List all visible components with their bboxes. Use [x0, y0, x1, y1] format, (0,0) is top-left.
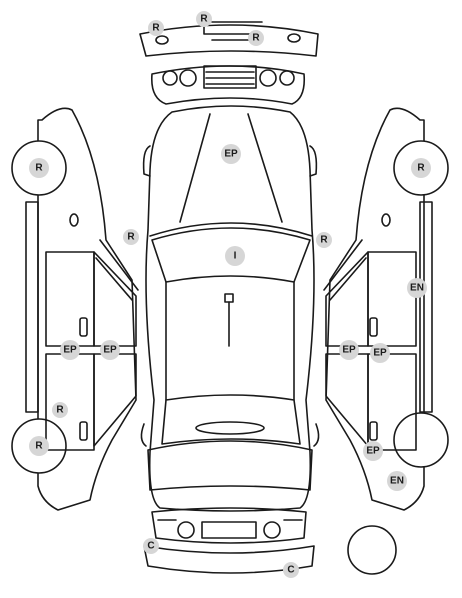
marker-left-rear-wheel[interactable]: R — [29, 436, 49, 456]
marker-label: C — [147, 541, 154, 552]
marker-label: I — [234, 251, 237, 262]
marker-label: EP — [366, 446, 380, 457]
marker-label: R — [320, 235, 328, 246]
marker-label: R — [152, 23, 160, 34]
marker-label: EP — [103, 345, 117, 356]
marker-label: EP — [63, 345, 77, 356]
marker-label: EP — [373, 348, 387, 359]
marker-right-door-inner[interactable]: EP — [339, 340, 359, 360]
marker-label: R — [56, 405, 64, 416]
marker-front-bumper-left[interactable]: R — [148, 20, 164, 36]
marker-rear-bumper-left[interactable]: C — [143, 538, 159, 554]
right-side-view[interactable] — [323, 107, 449, 511]
marker-label: C — [287, 565, 294, 576]
marker-windshield[interactable]: I — [225, 246, 245, 266]
front-bumper[interactable] — [139, 21, 319, 57]
marker-left-front-wheel[interactable]: R — [29, 158, 49, 178]
front-view[interactable] — [150, 65, 306, 105]
marker-right-front-wheel[interactable]: R — [411, 158, 431, 178]
car-top-view[interactable] — [140, 105, 320, 512]
marker-label: R — [35, 441, 43, 452]
marker-front-bumper-right[interactable]: R — [248, 30, 264, 46]
marker-right-mirror[interactable]: R — [316, 232, 332, 248]
marker-hood[interactable]: EP — [221, 144, 241, 164]
marker-left-door-outer[interactable]: EP — [60, 340, 80, 360]
marker-front-bumper-top[interactable]: R — [196, 11, 212, 27]
marker-left-door-inner[interactable]: EP — [100, 340, 120, 360]
spare-tire[interactable] — [347, 525, 397, 575]
marker-label: R — [252, 33, 260, 44]
marker-left-mirror[interactable]: R — [123, 229, 139, 245]
rear-bumper[interactable] — [143, 545, 315, 574]
marker-right-door-outer[interactable]: EP — [370, 343, 390, 363]
marker-right-rear-en[interactable]: EN — [387, 471, 407, 491]
marker-label: EN — [410, 283, 424, 294]
marker-label: EP — [224, 149, 238, 160]
marker-rear-bumper-right[interactable]: C — [283, 562, 299, 578]
marker-label: R — [200, 14, 208, 25]
marker-label: EP — [342, 345, 356, 356]
marker-right-rear-panel[interactable]: EP — [363, 441, 383, 461]
marker-right-side-en[interactable]: EN — [407, 278, 427, 298]
rear-view[interactable] — [151, 507, 307, 544]
marker-label: R — [417, 163, 425, 174]
marker-left-rear-small[interactable]: R — [52, 402, 68, 418]
marker-label: R — [127, 232, 135, 243]
marker-label: EN — [390, 476, 404, 487]
marker-label: R — [35, 163, 43, 174]
